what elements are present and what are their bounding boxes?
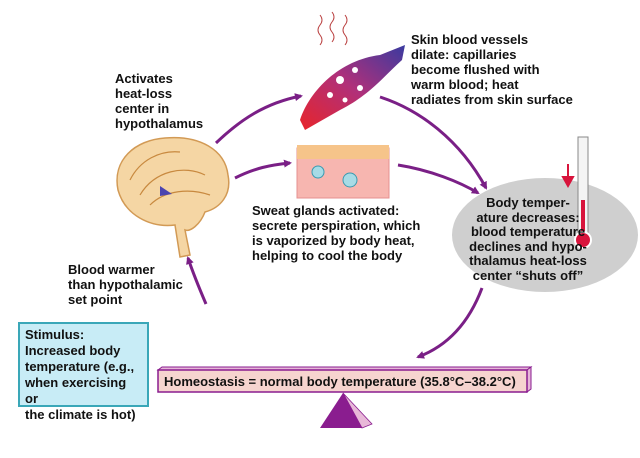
label-sweat-glands: Sweat glands activated: secrete perspira… (252, 203, 421, 263)
homeostasis-label: Homeostasis = normal body temperature (3… (164, 374, 516, 389)
skin-sweat-gland-icon (296, 145, 390, 199)
brain-icon (116, 136, 230, 258)
arrow-vessels-to-result (379, 95, 488, 190)
arrow-to-homeostasis (416, 287, 484, 359)
label-blood-warmer: Blood warmer than hypothalamic set point (68, 262, 183, 307)
fulcrum-icon (320, 392, 373, 429)
arrow-to-brain (186, 256, 208, 305)
stimulus-box: Stimulus: Increased body temperature (e.… (18, 322, 149, 422)
result-ellipse (452, 178, 638, 292)
arrow-sweat-to-result (397, 163, 480, 195)
homeostasis-beam (156, 366, 533, 393)
down-arrow-icon (561, 164, 575, 189)
feedback-arrows (186, 93, 488, 359)
arrow-to-sweat (234, 159, 292, 180)
label-skin-vessels: Skin blood vessels dilate: capillaries b… (411, 32, 573, 107)
label-body-temp: Body temper- ature decreases: blood temp… (469, 195, 587, 283)
label-activates: Activates heat-loss center in hypothalam… (115, 71, 204, 131)
thermometer-icon (574, 136, 592, 249)
blood-vessel-icon (300, 11, 405, 130)
arrow-to-vessels (214, 93, 303, 145)
